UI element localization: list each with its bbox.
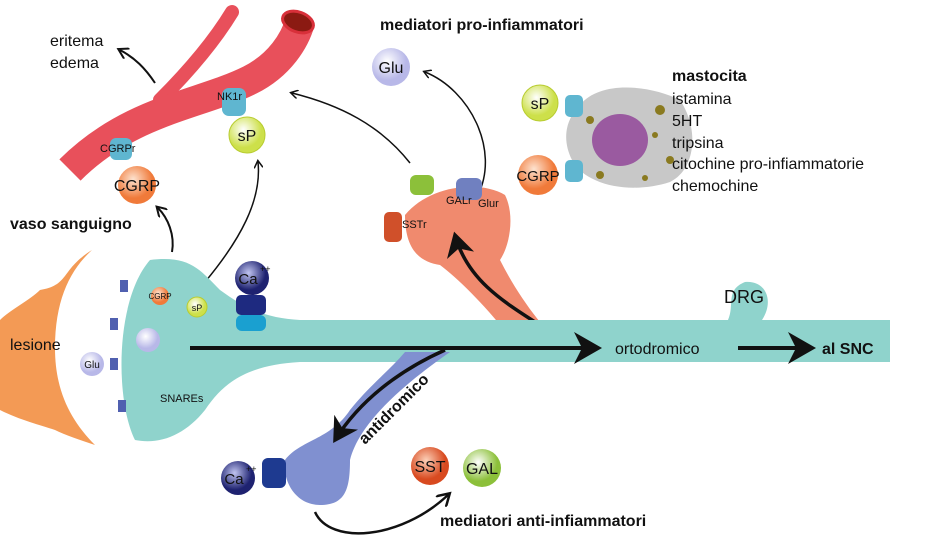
pro-inflammatory-title: mediatori pro-infiammatori [380,17,584,34]
to-cns-label: al SNC [822,341,874,358]
cgrp-molecule-label: CGRP [114,178,160,195]
sensory-neuron [121,259,891,442]
mast-cell-title: mastocita [672,68,747,85]
calcium-ion [235,261,269,295]
edema-label: edema [50,55,99,72]
mast-cell [565,87,693,188]
calcium-label: Ca [238,271,258,288]
membrane-receptor [120,280,128,292]
calcium-ion-anti [221,461,255,495]
ca-channel-lower [236,315,266,331]
sp-molecule [228,116,266,154]
membrane-receptor [110,318,118,330]
galr-label: GALr [446,195,472,207]
calcium-charge: ++ [260,264,271,274]
membrane-receptor [110,358,118,370]
pro-inflammatory-neuron [405,186,565,350]
mast-cgrp-molecule [518,155,558,195]
sst-receptor [384,212,402,242]
glu-molecule [372,48,410,86]
blood-vessel-label: vaso sanguigno [10,216,132,233]
glur-label: Glur [478,198,499,210]
cgrpr-label: CGRPr [100,143,136,155]
mast-cgrp-label: CGRP [516,168,559,185]
mast-item: tripsina [672,135,724,152]
small-sp [186,296,208,318]
small-cgrp-label: CGRP [148,292,171,301]
mast-item: 5HT [672,113,702,130]
calcium-charge-anti: ++ [246,464,257,474]
cgrp-molecule [118,166,156,204]
nk1-receptor [222,88,246,116]
mast-item: citochine pro-infiammatorie [672,156,864,173]
eritema-label: eritema [50,33,103,50]
gal-molecule [463,449,501,487]
mast-sp-label: sP [531,96,550,113]
small-sp-label: sP [192,303,203,313]
gal-receptor [410,175,434,195]
sstr-label: SSTr [402,219,427,231]
snares-label: SNAREs [160,393,204,405]
anti-inflammatory-neuron [284,352,450,505]
blood-vessel [59,5,315,181]
mast-item: istamina [672,91,732,108]
drg-shape [728,281,768,320]
small-glu-label: Glu [84,360,100,371]
calcium-label-anti: Ca [224,471,244,488]
membrane-receptor [118,400,126,412]
glu-receptor [456,178,482,200]
mast-sp-molecule [521,84,559,122]
ca-channel-anti [262,458,286,488]
sst-molecule-label: SST [414,459,445,476]
sp-molecule-label: sP [238,128,257,145]
drg-label: DRG [724,287,764,307]
sst-molecule [411,447,449,485]
vesicle [136,328,160,352]
orthodromic-label: ortodromico [615,341,700,358]
glu-molecule-label: Glu [379,60,404,77]
lesion-label: lesione [10,337,61,354]
small-cgrp [151,287,169,305]
lesion-shape [0,250,95,445]
small-glu [80,352,104,376]
ca-channel [236,295,266,315]
anti-inflammatory-title: mediatori anti-infiammatori [440,513,646,530]
cgrp-receptor [110,138,132,160]
gal-molecule-label: GAL [466,461,498,478]
nk1r-label: NK1r [217,91,242,103]
mast-item: chemochine [672,178,758,195]
